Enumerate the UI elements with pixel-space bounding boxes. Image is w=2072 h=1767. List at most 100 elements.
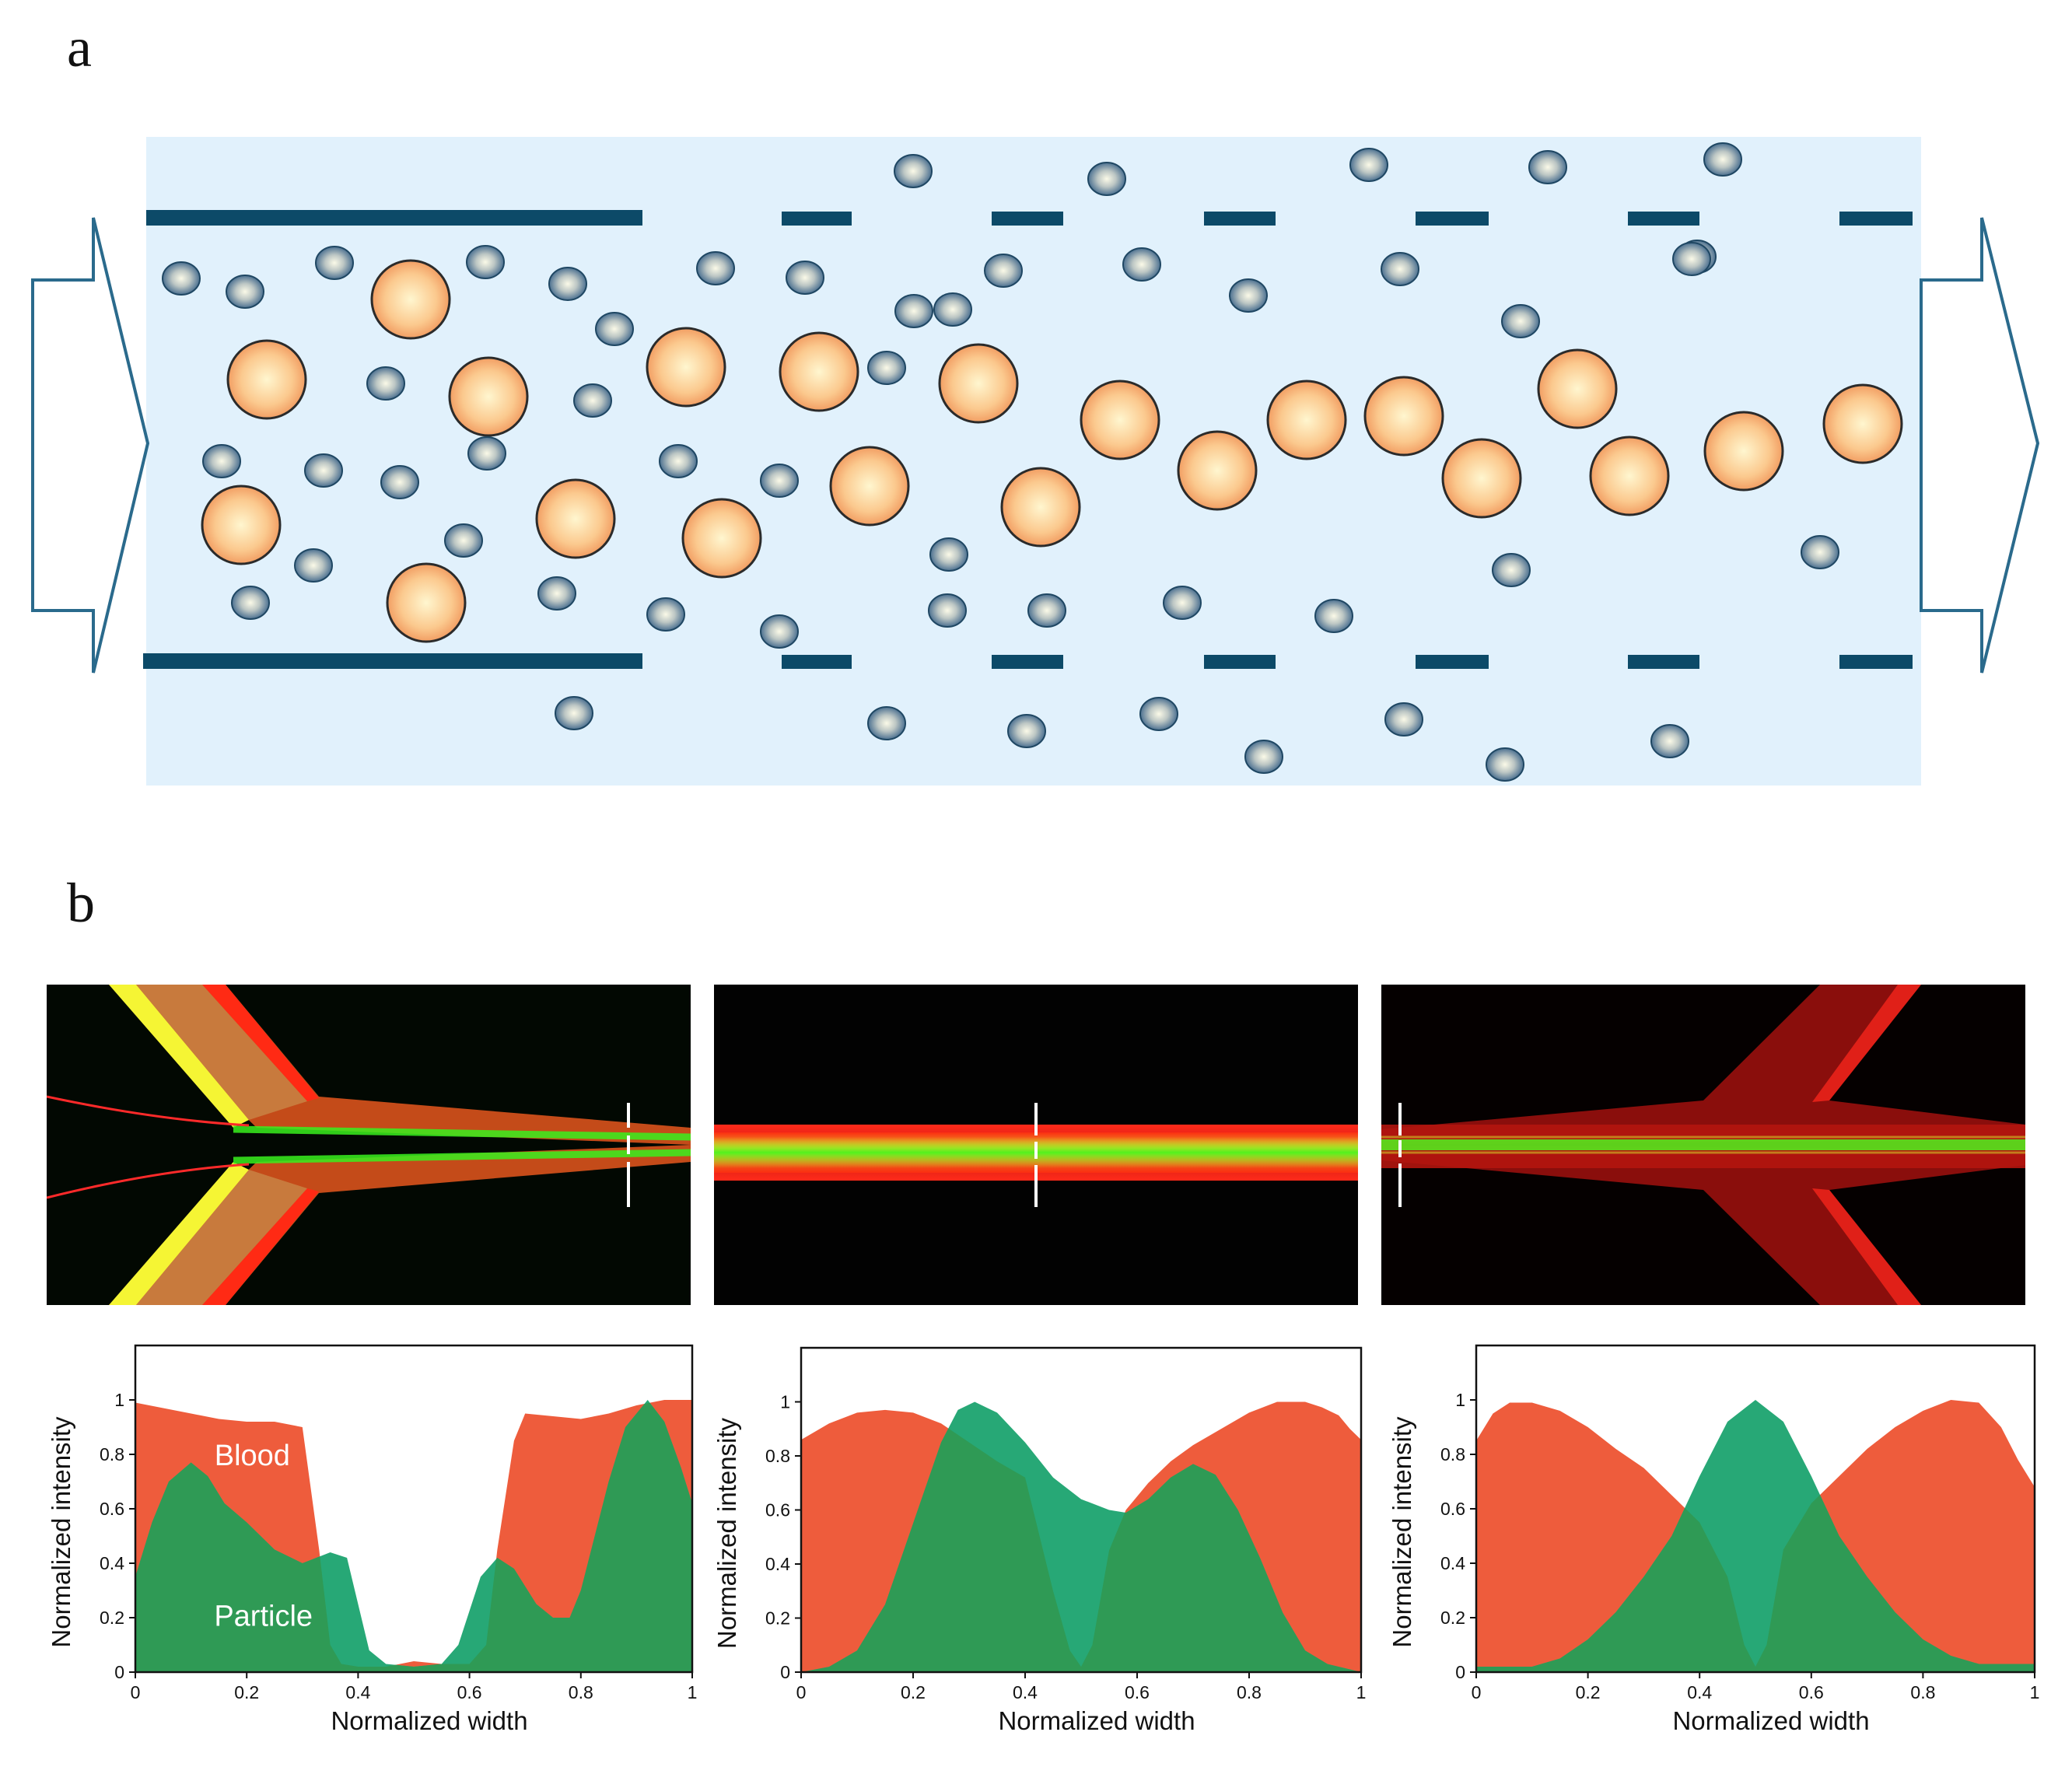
small-particle xyxy=(366,366,405,401)
y-tick-label: 1 xyxy=(114,1390,124,1410)
small-particle xyxy=(467,436,506,471)
small-particle xyxy=(1384,702,1423,737)
top-wall-solid xyxy=(146,210,642,226)
large-particle xyxy=(1537,348,1618,429)
x-tick-label: 0.6 xyxy=(1799,1682,1824,1702)
small-particle xyxy=(1244,740,1283,774)
small-particle xyxy=(1650,724,1689,758)
y-tick-label: 0.6 xyxy=(100,1499,124,1519)
small-particle xyxy=(444,523,483,558)
x-axis-title: Normalized width xyxy=(1672,1706,1869,1735)
x-tick-label: 0 xyxy=(131,1682,141,1702)
y-axis-title: Normalized intensity xyxy=(47,1416,75,1648)
large-particle xyxy=(938,343,1019,424)
blood-label: Blood xyxy=(215,1440,290,1472)
x-axis-title: Normalized width xyxy=(331,1706,527,1735)
small-particle xyxy=(1087,162,1126,196)
small-particle xyxy=(1122,247,1161,282)
large-particle xyxy=(1080,380,1160,460)
x-tick-label: 1 xyxy=(2030,1682,2040,1702)
x-tick-label: 1 xyxy=(1356,1682,1367,1702)
large-particle xyxy=(1703,411,1784,492)
y-axis-title: Normalized intensity xyxy=(712,1417,741,1649)
large-particle xyxy=(1177,430,1258,511)
y-tick-label: 0 xyxy=(114,1662,124,1682)
y-tick-label: 0 xyxy=(1455,1662,1465,1682)
y-tick-label: 1 xyxy=(1455,1390,1465,1410)
small-particle xyxy=(1163,586,1202,620)
small-particle xyxy=(294,548,333,583)
small-particle xyxy=(1486,747,1524,782)
y-tick-label: 0.8 xyxy=(100,1444,124,1464)
outlet-arrow xyxy=(1920,217,2040,674)
small-particle xyxy=(646,597,685,632)
y-tick-label: 0.2 xyxy=(1440,1608,1465,1628)
x-tick-label: 0.8 xyxy=(1237,1682,1262,1702)
y-axis-title: Normalized intensity xyxy=(1388,1416,1416,1648)
large-particle xyxy=(448,356,529,437)
panel-label-b: b xyxy=(67,872,95,934)
small-particle xyxy=(1314,599,1353,633)
small-particle xyxy=(1801,535,1839,569)
inlet-arrow xyxy=(31,217,150,674)
small-particle xyxy=(1528,150,1567,184)
small-particle xyxy=(867,351,906,385)
x-tick-label: 0.2 xyxy=(901,1682,926,1702)
large-particle xyxy=(535,478,616,559)
small-particles xyxy=(162,142,1839,782)
y-tick-label: 0.6 xyxy=(765,1500,790,1520)
small-particle xyxy=(1703,142,1742,177)
small-particle xyxy=(226,275,264,309)
fluorescence-image-1 xyxy=(47,985,691,1305)
small-particle xyxy=(929,537,968,572)
small-particle xyxy=(1492,553,1531,587)
y-tick-label: 0 xyxy=(780,1662,790,1682)
small-particle xyxy=(595,312,634,346)
small-particle xyxy=(933,292,972,327)
y-tick-label: 0.8 xyxy=(1440,1444,1465,1464)
y-tick-label: 0.4 xyxy=(765,1554,790,1574)
x-tick-label: 0.8 xyxy=(1910,1682,1935,1702)
large-particle xyxy=(1000,467,1081,548)
large-particle xyxy=(779,331,859,412)
x-tick-label: 0.2 xyxy=(1576,1682,1601,1702)
large-particles xyxy=(201,259,1903,643)
particle-area xyxy=(1476,1400,2035,1672)
small-particle xyxy=(202,444,241,478)
x-tick-label: 0.4 xyxy=(1013,1682,1038,1702)
small-particle xyxy=(1672,242,1711,276)
x-tick-label: 0.6 xyxy=(1125,1682,1150,1702)
x-tick-label: 0.4 xyxy=(1687,1682,1712,1702)
y-tick-label: 0.4 xyxy=(1440,1553,1465,1573)
y-tick-label: 0.4 xyxy=(100,1553,124,1573)
large-particle xyxy=(386,562,467,643)
large-particle xyxy=(1822,383,1903,464)
y-tick-label: 0.2 xyxy=(765,1608,790,1629)
small-particle xyxy=(1139,697,1178,731)
blood-area xyxy=(1476,1400,2035,1672)
overlap-area xyxy=(135,1400,692,1672)
small-particle xyxy=(304,453,343,488)
x-tick-label: 0 xyxy=(1472,1682,1482,1702)
small-particle xyxy=(573,383,612,418)
small-particle xyxy=(786,261,824,295)
x-tick-label: 0.4 xyxy=(345,1682,370,1702)
large-particle xyxy=(681,498,762,579)
small-particle xyxy=(760,614,799,649)
x-tick-label: 0.2 xyxy=(234,1682,259,1702)
small-particle xyxy=(466,245,505,279)
fluorescence-image-3 xyxy=(1381,985,2025,1305)
panel-label-a: a xyxy=(67,16,92,79)
small-particle xyxy=(894,154,933,188)
y-tick-label: 1 xyxy=(780,1392,790,1412)
large-particle xyxy=(1266,380,1347,460)
y-tick-label: 0.2 xyxy=(100,1608,124,1628)
x-axis-title: Normalized width xyxy=(998,1706,1195,1735)
small-particle xyxy=(1007,714,1046,748)
large-particle xyxy=(370,259,451,340)
